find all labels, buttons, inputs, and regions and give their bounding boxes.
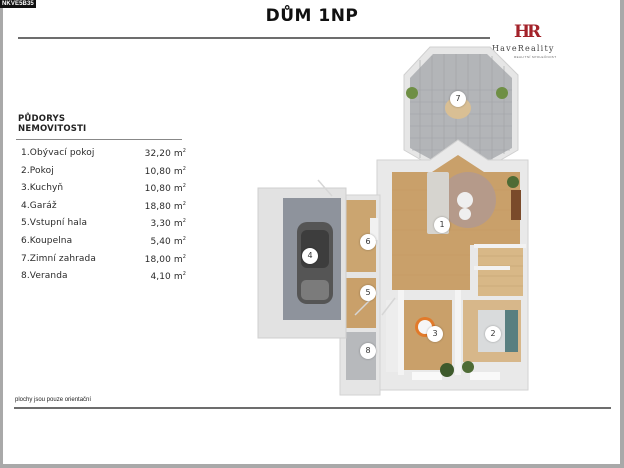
room-label: 6.Koupelna [21, 235, 73, 246]
logo-mark-icon: HR [514, 22, 541, 42]
footnote: plochy jsou pouze orientační [15, 397, 92, 403]
room-row: 1.Obývací pokoj 32,20 m2 [21, 148, 186, 166]
section-heading: PŮDORYS NEMOVITOSTI [18, 114, 86, 134]
room-area: 3,30 m2 [150, 218, 186, 230]
heading-line-2: NEMOVITOSTI [18, 124, 87, 134]
room-marker-6: 6 [360, 234, 376, 250]
room-marker-5: 5 [360, 285, 376, 301]
room-marker-1: 1 [434, 217, 450, 233]
room-row: 3.Kuchyň 10,80 m2 [21, 183, 186, 201]
room-label: 8.Veranda [21, 271, 68, 282]
room-area: 18,00 m2 [144, 253, 186, 265]
bottom-divider [14, 407, 611, 409]
logo-name: HaveReality [492, 44, 555, 53]
main-house [376, 139, 529, 391]
room-marker-3: 3 [427, 326, 443, 342]
room-label: 4.Garáž [21, 200, 57, 211]
room-marker-2: 2 [485, 326, 501, 342]
room-label: 5.Vstupní hala [21, 218, 88, 229]
room-area: 32,20 m2 [144, 148, 186, 159]
page-title: DŮM 1NP [265, 6, 359, 26]
listing-code-badge: NKVE5B35 [0, 0, 36, 8]
room-row: 6.Koupelna 5,40 m2 [21, 236, 186, 254]
room-row: 5.Vstupní hala 3,30 m2 [21, 218, 186, 236]
top-divider [18, 37, 598, 39]
room-marker-8: 8 [360, 343, 376, 359]
room-row: 4.Garáž 18,80 m2 [21, 201, 186, 219]
garage-room [257, 187, 347, 339]
room-marker-4: 4 [302, 248, 318, 264]
room-area: 5,40 m2 [150, 235, 186, 247]
room-label: 2.Pokoj [21, 165, 54, 176]
room-area: 18,80 m2 [144, 200, 186, 212]
logo-subtitle: REALITNÍ SPOLEČNOST [514, 55, 557, 59]
room-area: 10,80 m2 [144, 183, 186, 195]
room-row: 2.Pokoj 10,80 m2 [21, 166, 186, 184]
room-row: 8.Veranda 4,10 m2 [21, 271, 186, 289]
section-divider [16, 139, 182, 140]
room-label: 3.Kuchyň [21, 183, 64, 194]
room-row: 7.Zimní zahrada 18,00 m2 [21, 254, 186, 272]
room-label: 7.Zimní zahrada [21, 253, 96, 264]
room-area: 4,10 m2 [150, 271, 186, 283]
room-label: 1.Obývací pokoj [21, 148, 95, 158]
company-logo: HR HaveReality REALITNÍ SPOLEČNOST [490, 20, 600, 62]
heading-line-1: PŮDORYS [18, 114, 66, 124]
room-area: 10,80 m2 [144, 165, 186, 177]
room-marker-7: 7 [450, 91, 466, 107]
room-list: 1.Obývací pokoj 32,20 m2 2.Pokoj 10,80 m… [21, 148, 186, 289]
